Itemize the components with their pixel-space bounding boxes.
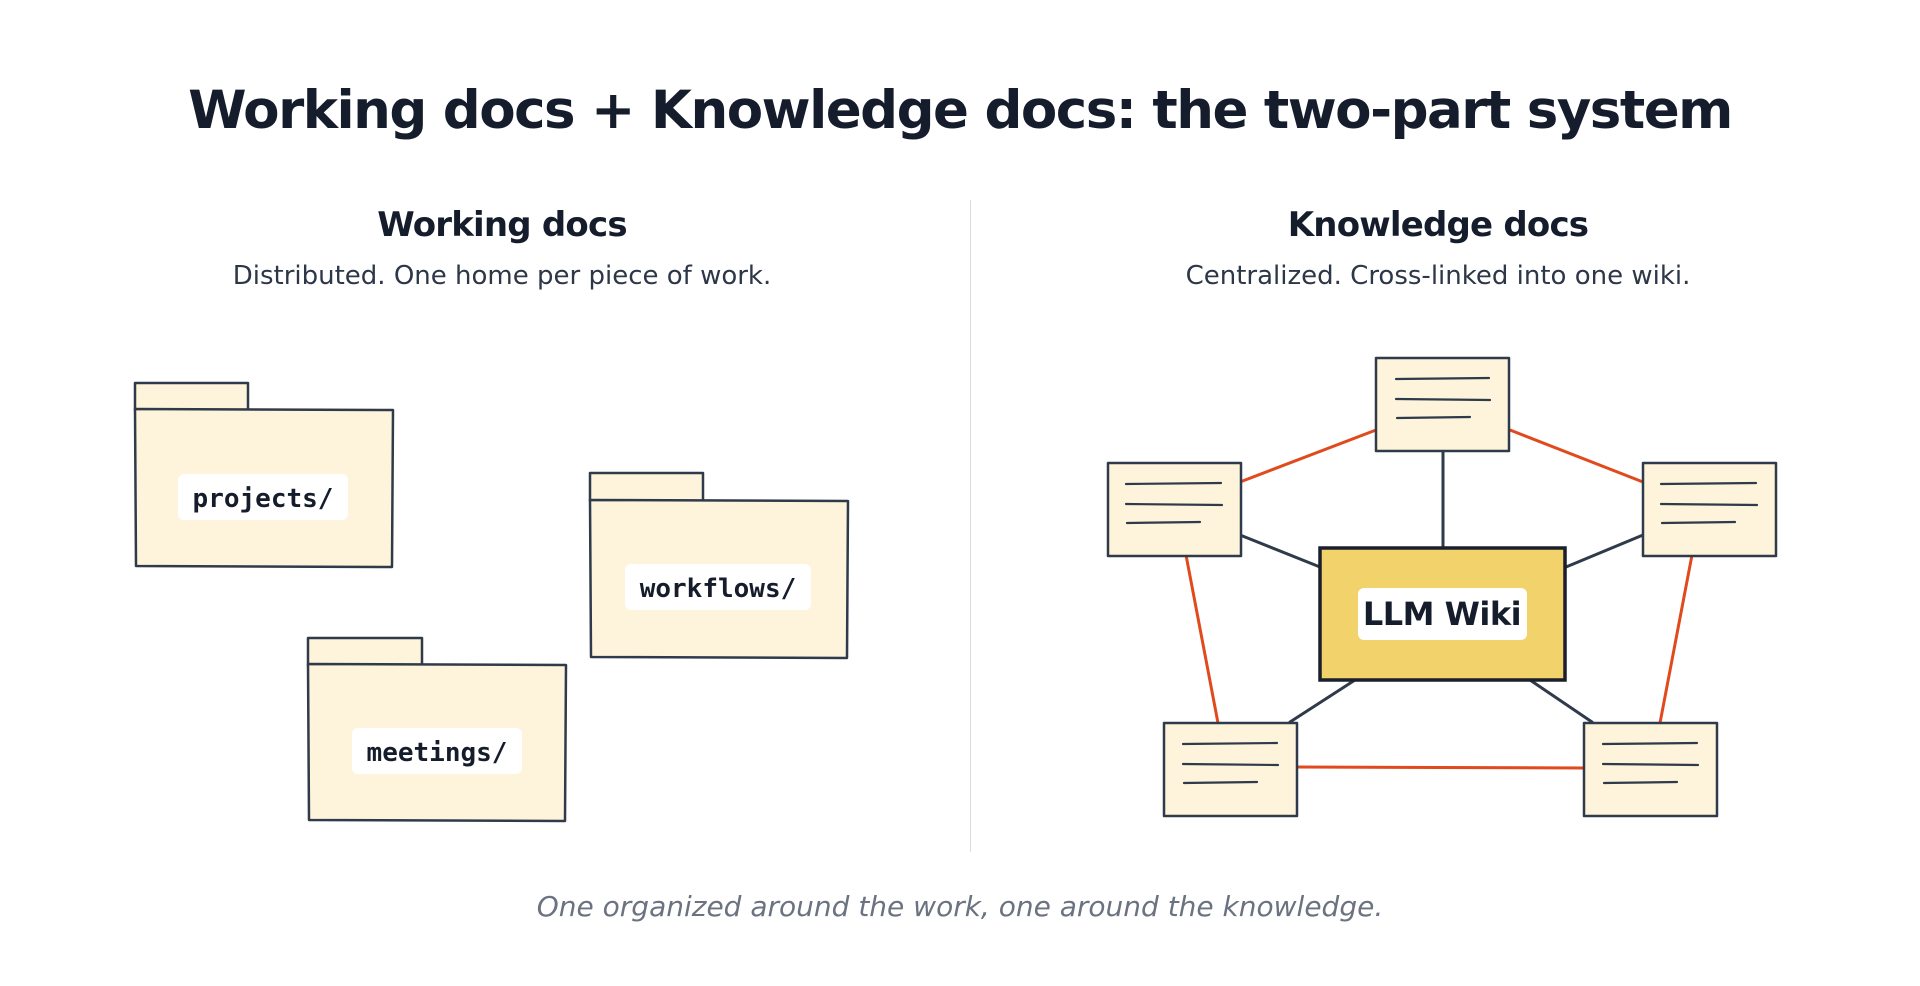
- wiki-page-right: [1641, 461, 1778, 558]
- text-line: [1181, 762, 1280, 767]
- text-line: [1125, 520, 1202, 525]
- folder-projects: projects/: [133, 381, 395, 569]
- cross-link-line: [1184, 553, 1220, 725]
- folder-tab: [588, 471, 705, 503]
- folder-workflows: workflows/: [588, 471, 850, 660]
- folder-tab: [306, 636, 424, 667]
- working-docs-subheading: Distributed. One home per piece of work.: [232, 261, 772, 291]
- cross-link-line: [1238, 428, 1378, 484]
- text-line: [1394, 397, 1492, 402]
- folder-tab: [133, 381, 250, 412]
- hub-label-plate: [1358, 588, 1527, 640]
- folder-meetings: meetings/: [306, 636, 568, 823]
- wiki-page-card: [1641, 461, 1778, 558]
- cross-link-line: [1294, 765, 1586, 770]
- folder-label-meetings: meetings/: [367, 738, 508, 768]
- hub-links: [1238, 450, 1645, 724]
- cross-link-line: [1508, 428, 1645, 484]
- hub-link-line: [1528, 678, 1594, 724]
- text-line: [1395, 415, 1472, 420]
- text-line: [1659, 481, 1758, 486]
- text-line: [1601, 741, 1699, 746]
- cross-link-line: [1658, 553, 1694, 725]
- wiki-page-left: [1106, 461, 1243, 558]
- hub-link-line: [1564, 533, 1645, 569]
- knowledge-docs-heading: Knowledge docs: [1287, 205, 1589, 245]
- cross-links: [1184, 428, 1694, 770]
- text-line: [1659, 502, 1759, 507]
- text-line: [1602, 780, 1679, 785]
- folder-label-workflows: workflows/: [640, 574, 797, 604]
- wiki-page-card: [1106, 461, 1243, 558]
- folder-label-projects: projects/: [193, 484, 334, 514]
- section-divider: [970, 200, 971, 852]
- wiki-page-card: [1374, 356, 1511, 453]
- text-line: [1394, 376, 1491, 381]
- hub-link-line: [1288, 678, 1357, 724]
- wiki-page-card: [1582, 721, 1719, 818]
- folder-label-plate: [178, 474, 348, 520]
- knowledge-docs-subheading: Centralized. Cross-linked into one wiki.: [1185, 261, 1691, 291]
- footer-caption: One organized around the work, one aroun…: [536, 890, 1384, 923]
- wiki-page-bottom-left: [1162, 721, 1299, 818]
- folder-label-plate: [625, 564, 811, 610]
- working-docs-heading: Working docs: [377, 205, 627, 245]
- text-line: [1660, 520, 1737, 525]
- text-line: [1124, 502, 1224, 507]
- llm-wiki-hub: LLM Wiki: [1318, 546, 1567, 682]
- text-line: [1181, 741, 1279, 746]
- wiki-page-card: [1162, 721, 1299, 818]
- folder-label-plate: [352, 728, 522, 774]
- wiki-page-bottom-right: [1582, 721, 1719, 818]
- text-line: [1601, 762, 1700, 767]
- text-line: [1124, 481, 1223, 486]
- page-title: Working docs + Knowledge docs: the two-p…: [188, 80, 1733, 141]
- wiki-page-top: [1374, 356, 1511, 453]
- text-line: [1182, 780, 1259, 785]
- hub-label: LLM Wiki: [1363, 595, 1521, 633]
- hub-link-line: [1238, 533, 1322, 569]
